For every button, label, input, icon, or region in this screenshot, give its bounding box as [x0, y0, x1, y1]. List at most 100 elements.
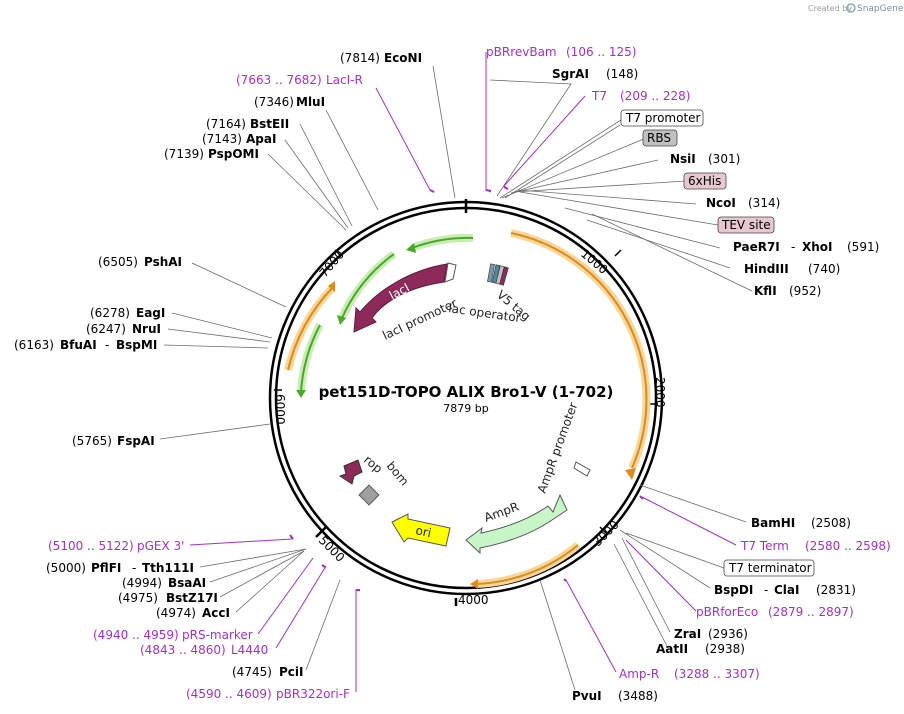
orf-green-mid	[337, 250, 397, 325]
primer-range-l4440: (4843 .. 4860)	[140, 643, 226, 657]
minor-ticks	[274, 249, 658, 534]
primer-range-t7-term: (2580 .. 2598)	[805, 539, 891, 553]
enzyme-pos-kfli: (952)	[789, 284, 821, 298]
orf-left-orange	[284, 281, 336, 371]
tick-label-5000: 5000	[316, 533, 347, 564]
enzyme-nsii: NsiI	[670, 152, 696, 166]
bom-feature	[358, 484, 380, 506]
boxed-labels: T7 promoter RBS 6xHis TEV site T7 termin…	[620, 109, 815, 577]
ampr-promoter-label: AmpR promoter	[535, 401, 581, 495]
enzyme-kfli: KflI	[754, 284, 777, 298]
primer-l4440: L4440	[231, 643, 268, 657]
primer-markers	[289, 186, 644, 591]
enzyme-bsaai: BsaAI	[168, 576, 206, 590]
primer-t7: T7	[591, 89, 607, 103]
enzyme-bfuai: BfuAI	[60, 338, 97, 352]
enzyme-xhoi: XhoI	[802, 240, 833, 254]
enzyme-pvui: PvuI	[572, 689, 602, 703]
enzyme-bspdi: BspDI	[714, 583, 753, 597]
enzyme-pos-aatii: (2938)	[705, 642, 745, 656]
tick-label-4000: 4000	[458, 593, 489, 607]
enzyme-pshai: PshAI	[144, 255, 182, 269]
enzyme-mlui: MluI	[296, 95, 325, 109]
orf-right	[510, 229, 651, 480]
enzyme-pos-pflfi: (5000)	[46, 561, 86, 575]
enzyme-sep-paer7i: -	[791, 240, 795, 254]
enzyme-fspai: FspAI	[117, 434, 155, 448]
enzyme-tth111i: Tth111I	[142, 561, 194, 575]
v5-tag-block	[487, 263, 509, 286]
primer-pbrrevbam: pBRrevBam	[486, 45, 557, 59]
enzyme-pos-hindiii: (740)	[808, 262, 840, 276]
enzyme-pos-nsii: (301)	[708, 152, 740, 166]
enzyme-pos-bsaai: (4994)	[122, 576, 162, 590]
enzyme-pspomi: PspOMI	[208, 147, 259, 161]
primer-range-pgex: (5100 .. 5122)	[48, 539, 134, 553]
box-rbs: RBS	[647, 131, 671, 145]
enzyme-pos-acci: (4974)	[156, 606, 196, 620]
tick-label-2000: 2000	[653, 377, 667, 408]
enzyme-pos-pcii: (4745)	[232, 665, 272, 679]
rop-label: rop	[361, 453, 385, 476]
enzyme-acci: AccI	[202, 606, 230, 620]
enzyme-hindiii: HindIII	[744, 262, 789, 276]
enzyme-pos-bamhi: (2508)	[811, 516, 851, 530]
primer-laci-r: LacI-R	[326, 73, 363, 87]
enzyme-pflfi: PflFI	[91, 561, 121, 575]
enzyme-pos-apai: (7143)	[202, 132, 242, 146]
enzyme-sep-bspdi: -	[764, 583, 768, 597]
primer-pgex: pGEX 3'	[137, 539, 184, 553]
enzyme-pos-xhoi: (591)	[847, 240, 879, 254]
enzyme-pos-pspomi: (7139)	[164, 147, 204, 161]
box-leaders	[499, 117, 725, 569]
enzyme-econi: EcoNI	[384, 51, 422, 65]
enzyme-bamhi: BamHI	[751, 516, 795, 530]
enzyme-pos-ncoi: (314)	[748, 196, 780, 210]
ampr-label: AmpR	[482, 499, 520, 524]
box-t7-promoter: T7 promoter	[625, 111, 701, 125]
box-tev-site: TEV site	[721, 218, 771, 232]
ori-label: ori	[414, 523, 432, 540]
enzyme-pcii: PciI	[279, 665, 304, 679]
primer-range-amp-r: (3288 .. 3307)	[674, 667, 760, 681]
enzyme-clai: ClaI	[774, 583, 799, 597]
enzyme-pos-sgrai: (148)	[606, 67, 638, 81]
enzyme-leaders	[159, 65, 753, 691]
box-6xhis: 6xHis	[688, 174, 721, 188]
snapgene-logo-icon	[846, 3, 856, 13]
plasmid-size: 7879 bp	[443, 402, 488, 415]
tick-label-6000: 6000	[273, 394, 287, 425]
enzyme-labels: (7814) EcoNI SgrAI (148) (7346) MluI (71…	[14, 51, 879, 703]
enzyme-pos-zrai: (2936)	[708, 627, 748, 641]
box-t7-terminator: T7 terminator	[728, 561, 812, 575]
ori-feature	[391, 513, 451, 547]
enzyme-pos-clai: (2831)	[816, 583, 856, 597]
enzyme-pos-bsteii: (7164)	[206, 117, 246, 131]
enzyme-sep-bfuai: -	[105, 338, 109, 352]
enzyme-pos-fspai: (5765)	[72, 434, 112, 448]
laci-promoter-label: lacI promoter	[380, 296, 459, 343]
enzyme-pos-nrui: (6247)	[86, 322, 126, 336]
primer-range-laci-r: (7663 .. 7682)	[236, 73, 322, 87]
enzyme-sgrai: SgrAI	[552, 67, 589, 81]
enzyme-eagi: EagI	[136, 306, 165, 320]
enzyme-bsteii: BstEII	[250, 117, 289, 131]
enzyme-pos-bfuai: (6163)	[14, 338, 54, 352]
rop-feature	[338, 459, 363, 485]
primer-range-pbrrevbam: (106 .. 125)	[566, 45, 636, 59]
ampr-feature	[465, 493, 568, 555]
enzyme-pos-eagi: (6278)	[90, 306, 130, 320]
enzyme-pos-pshai: (6505)	[98, 255, 138, 269]
laci-promoter-arrow	[444, 262, 457, 283]
enzyme-pos-bstz17i: (4975)	[118, 591, 158, 605]
enzyme-nrui: NruI	[132, 322, 161, 336]
enzyme-aatii: AatII	[656, 642, 688, 656]
enzyme-paer7i: PaeR7I	[733, 240, 780, 254]
orf-green-top	[406, 233, 474, 253]
major-ticks	[315, 199, 468, 606]
primer-range-pbrforeco: (2879 .. 2897)	[768, 605, 854, 619]
enzyme-pos-mlui: (7346)	[254, 95, 294, 109]
brand-text: SnapGene	[857, 4, 904, 14]
enzyme-apai: ApaI	[246, 132, 276, 146]
enzyme-zrai: ZraI	[674, 627, 701, 641]
